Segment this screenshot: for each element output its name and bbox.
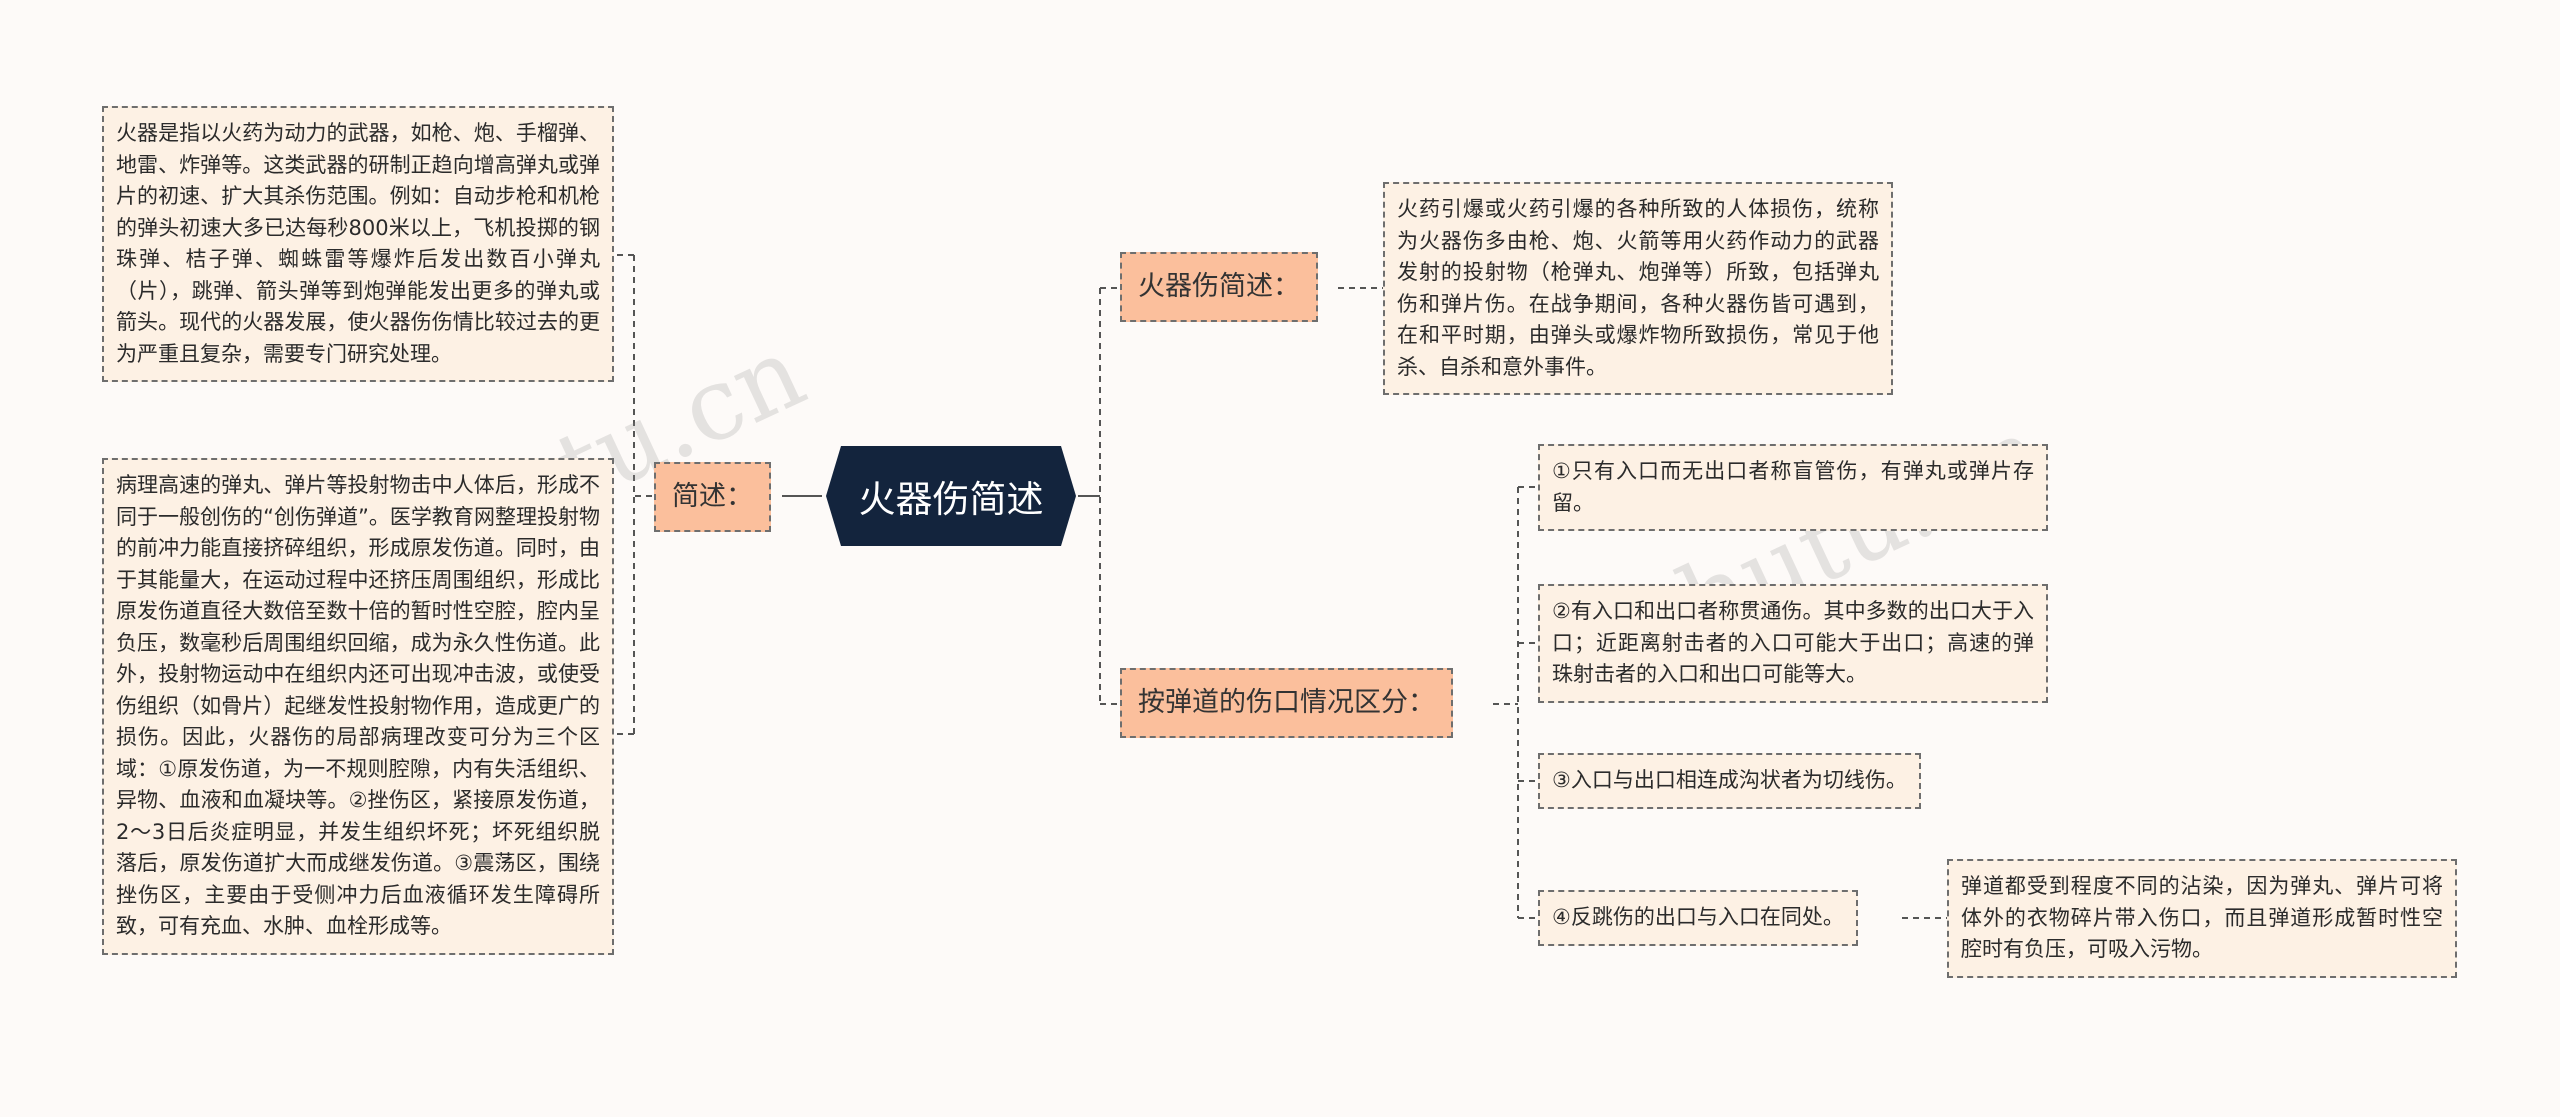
leaf-ricochet-wound: ④反跳伤的出口与入口在同处。 (1538, 890, 1858, 946)
leaf-perforating-wound: ②有入口和出口者称贯通伤。其中多数的出口大于入口；近距离射击者的入口可能大于出口… (1538, 584, 2048, 703)
root-label: 火器伤简述 (858, 478, 1044, 521)
leaf-tangential-wound: ③入口与出口相连成沟状者为切线伤。 (1538, 753, 1921, 809)
branch-classification-label: 按弹道的伤口情况区分： (1138, 687, 1435, 718)
leaf-pathology: 病理高速的弹丸、弹片等投射物击中人体后，形成不同于一般创伤的“创伤弹道”。医学教… (102, 458, 614, 955)
branch-summary[interactable]: 简述： (654, 462, 771, 532)
branch-summary-label: 简述： (672, 481, 753, 512)
leaf-contamination: 弹道都受到程度不同的沾染，因为弹丸、弹片可将体外的衣物碎片带入伤口，而且弹道形成… (1947, 859, 2457, 978)
leaf-overview-detail: 火药引爆或火药引爆的各种所致的人体损伤，统称为火器伤多由枪、炮、火箭等用火药作动… (1383, 182, 1893, 395)
branch-overview-label: 火器伤简述： (1138, 271, 1300, 302)
branch-firearm-injury-overview[interactable]: 火器伤简述： (1120, 252, 1318, 322)
branch-wound-classification[interactable]: 按弹道的伤口情况区分： (1120, 668, 1453, 738)
root-node[interactable]: 火器伤简述 (826, 446, 1076, 546)
leaf-blind-tract-wound: ①只有入口而无出口者称盲管伤，有弹丸或弹片存留。 (1538, 444, 2048, 531)
leaf-firearm-definition: 火器是指以火药为动力的武器，如枪、炮、手榴弹、地雷、炸弹等。这类武器的研制正趋向… (102, 106, 614, 382)
